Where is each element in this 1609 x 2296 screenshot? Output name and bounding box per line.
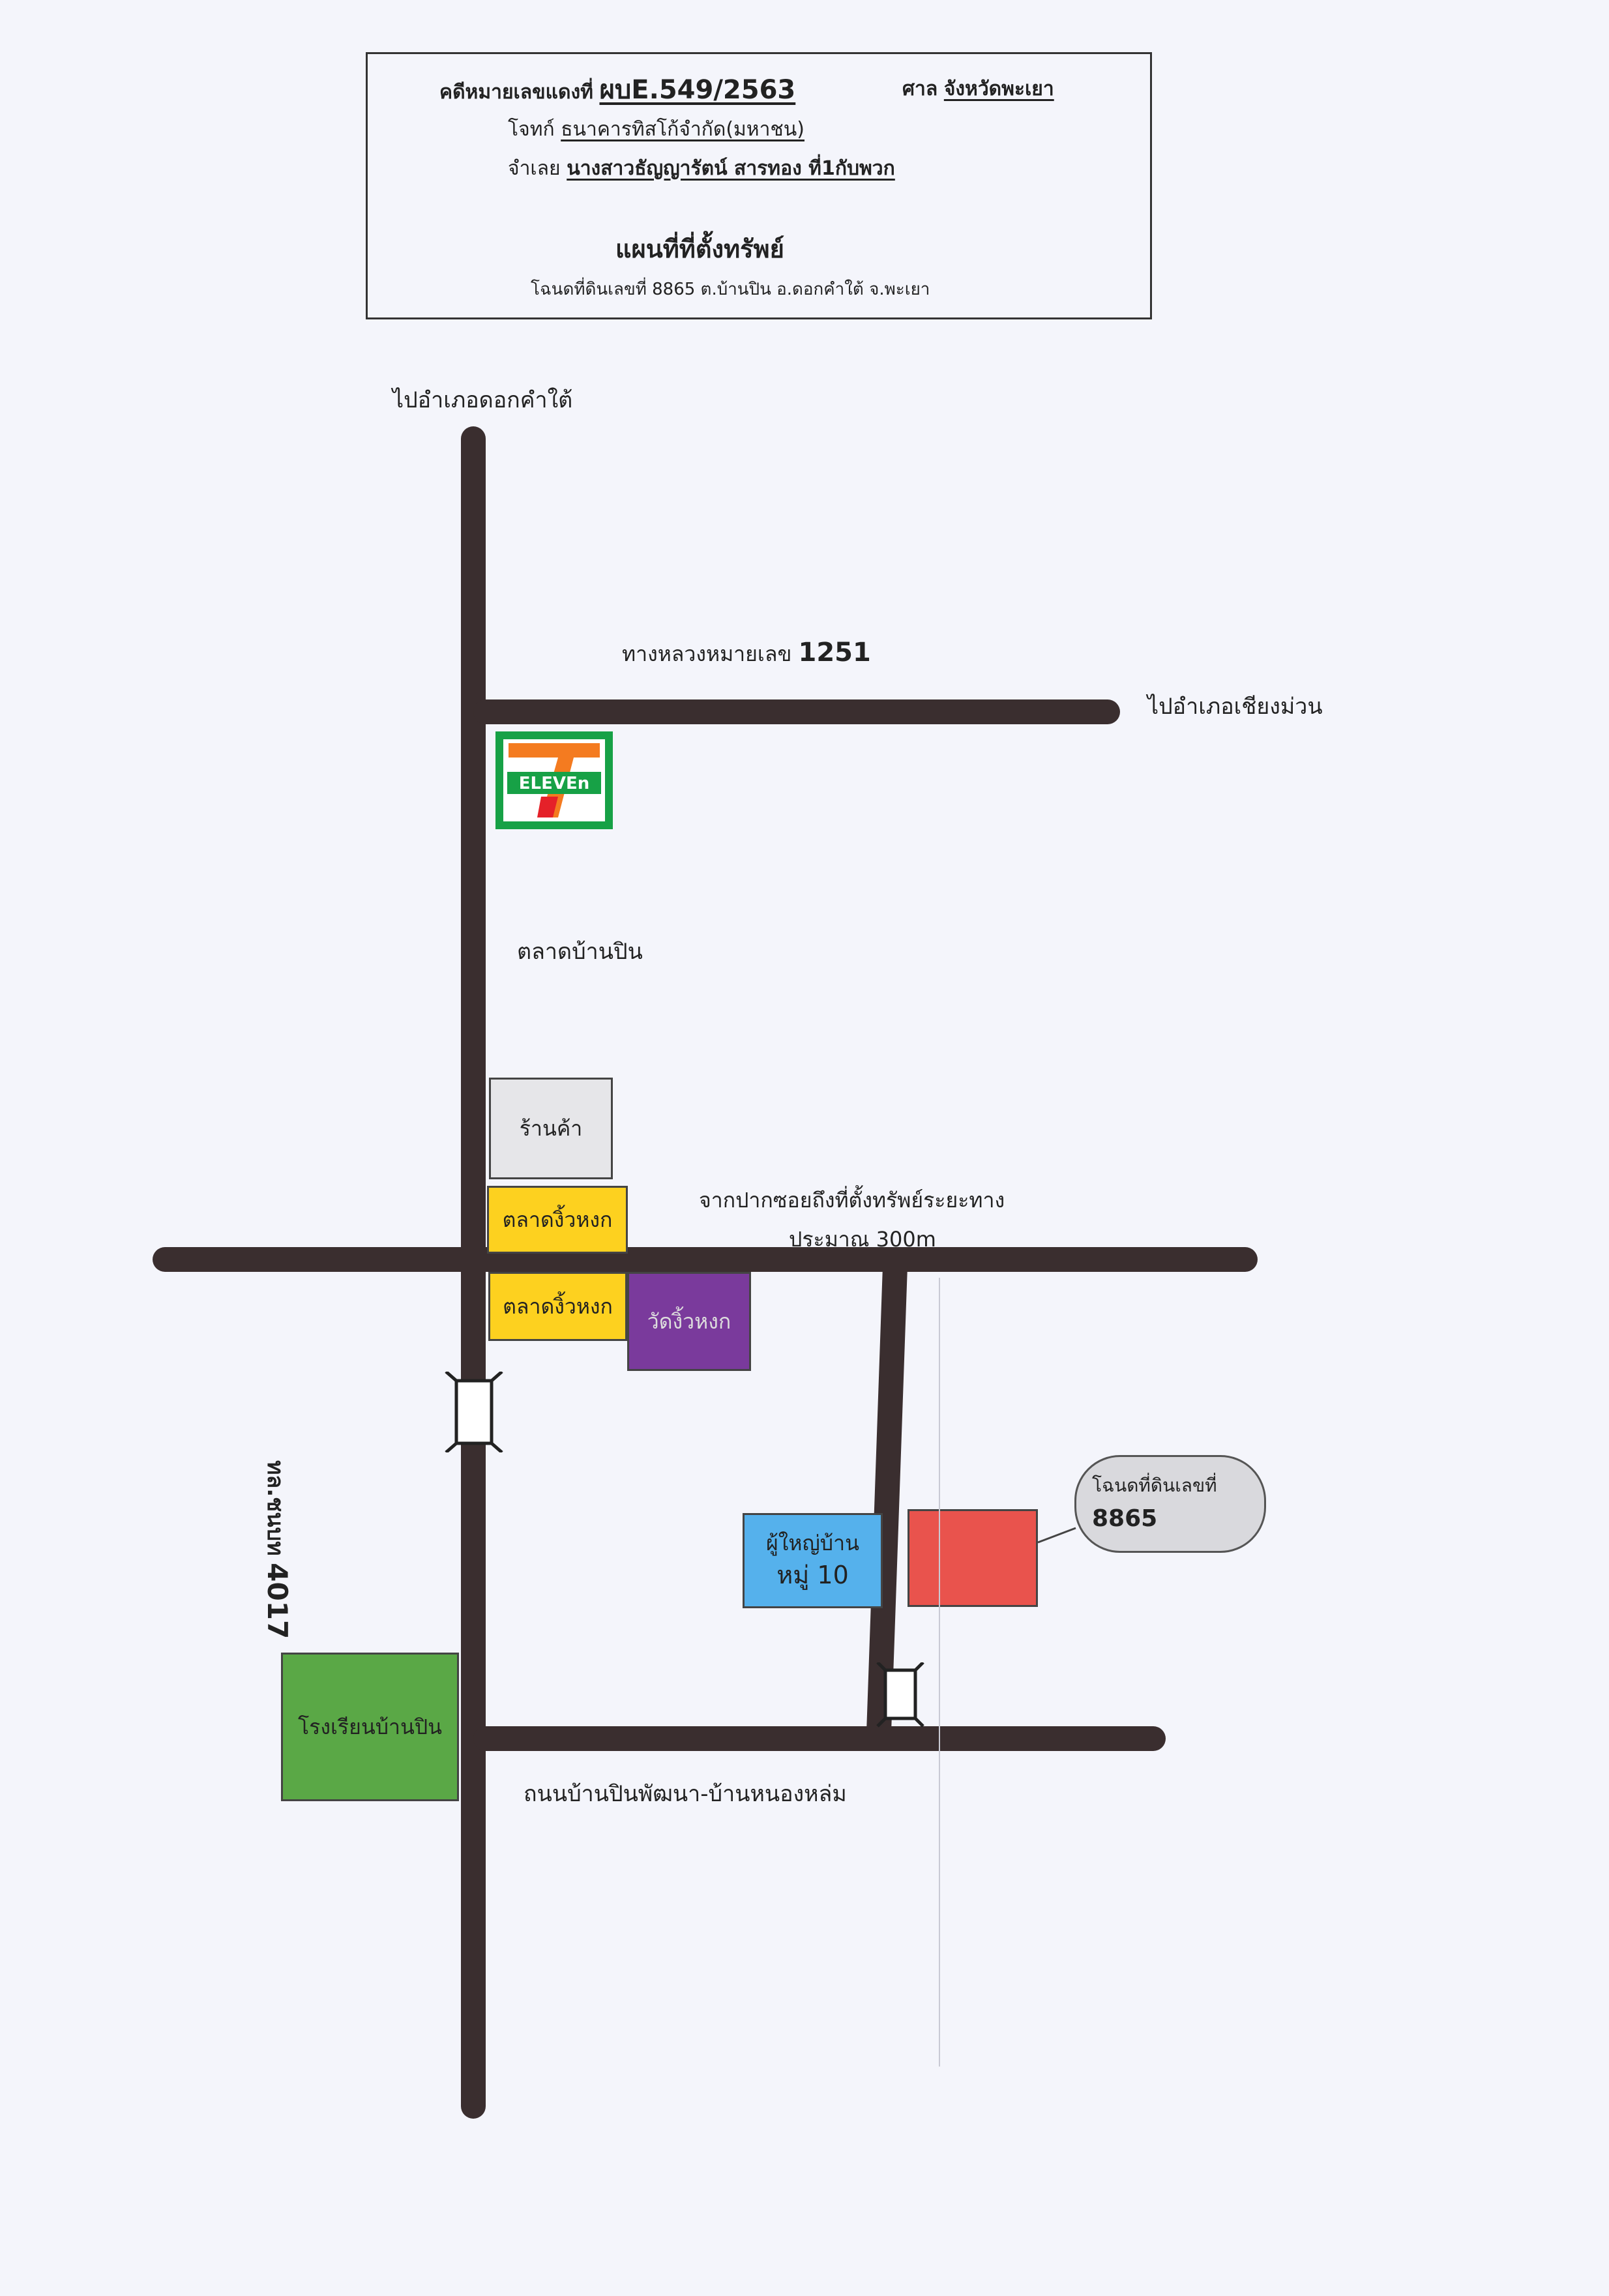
case-number: ผบE.549/2563 [599,75,796,105]
rural-road-prefix: ทล.ชนบท [262,1460,288,1556]
highway-1251-road [473,699,1120,724]
court-name: จังหวัดพะเยา [943,78,1054,100]
distance-line2: ประมาณ 300m [789,1227,936,1252]
label-to-chiang-muan: ไปอำเภอเชียงม่วน [1147,694,1323,720]
soi-bridge-icon [876,1662,924,1728]
school-label: โรงเรียนบ้านปิน [297,1714,443,1739]
market-south-block: ตลาดงิ้วหงก [488,1272,627,1341]
seven-eleven-text: ELEVEn [519,774,589,793]
school-block: โรงเรียนบ้านปิน [281,1653,459,1801]
market-north-block: ตลาดงิ้วหงก [487,1186,628,1254]
headman-line2: หมู่ 10 [776,1560,849,1589]
plaintiff-label: โจทก์ [508,118,555,141]
label-to-dok-kham-tai: ไปอำเภอดอกคำใต้ [392,387,573,413]
property-block [908,1509,1038,1607]
highway-prefix: ทางหลวงหมายเลข [622,641,792,666]
header-box: คดีหมายเลขแดงที่ ผบE.549/2563 ศาล จังหวั… [366,52,1152,319]
plaintiff-name: ธนาคารทิสโก้จำกัด(มหาชน) [561,118,804,141]
paper-fold-line [939,1278,940,2067]
market-north-label: ตลาดงิ้วหงก [502,1207,613,1232]
village-headman-block: ผู้ใหญ่บ้าน หมู่ 10 [743,1513,883,1608]
case-line: คดีหมายเลขแดงที่ ผบE.549/2563 [439,68,795,110]
shop-block: ร้านค้า [489,1078,613,1179]
main-north-south-road [461,426,486,2119]
highway-number: 1251 [798,638,871,668]
deed-callout: โฉนดที่ดินเลขที่ 8865 [1074,1455,1266,1553]
distance-line1: จากปากซอยถึงที่ตั้งทรัพย์ระยะทาง [699,1188,1005,1213]
highway-label: ทางหลวงหมายเลข 1251 [622,638,871,671]
seven-eleven-logo-icon: ELEVEn [495,731,613,829]
defendant-line: จำเลย นางสาวธัญญารัตน์ สารทอง ที่1กับพวก [508,153,895,184]
market-south-label: ตลาดงิ้วหงก [503,1293,613,1319]
case-label: คดีหมายเลขแดงที่ [439,81,593,104]
headman-line1: ผู้ใหญ่บ้าน [766,1531,859,1555]
rural-road-label: ทล.ชนบท 4017 [258,1460,293,1639]
court-label: ศาล [902,78,938,100]
label-ban-pin-market: ตลาดบ้านปิน [517,939,643,965]
defendant-label: จำเลย [508,157,561,180]
callout-pointer [1037,1527,1076,1544]
deed-info: โฉนดที่ดินเลขที่ 8865 ต.บ้านปิน อ.ดอกคำใ… [531,280,930,299]
court-line: ศาล จังหวัดพะเยา [902,74,1054,104]
deed-callout-line2: 8865 [1092,1505,1158,1532]
temple-block: วัดงิ้วหงก [627,1272,751,1371]
defendant-name: นางสาวธัญญารัตน์ สารทอง ที่1กับพวก [567,157,895,180]
bridge-icon [445,1372,503,1452]
bottom-road-label: ถนนบ้านปินพัฒนา-บ้านหนองหล่ม [524,1781,847,1807]
bottom-road [473,1726,1166,1751]
rural-road-number: 4017 [261,1563,293,1640]
shop-label: ร้านค้า [519,1115,583,1141]
temple-label: วัดงิ้วหงก [647,1308,731,1334]
map-title: แผนที่ที่ตั้งทรัพย์ [615,235,784,263]
deed-callout-line1: โฉนดที่ดินเลขที่ [1092,1475,1217,1496]
middle-east-west-road [153,1247,1258,1272]
plaintiff-line: โจทก์ ธนาคารทิสโก้จำกัด(มหาชน) [508,114,804,145]
